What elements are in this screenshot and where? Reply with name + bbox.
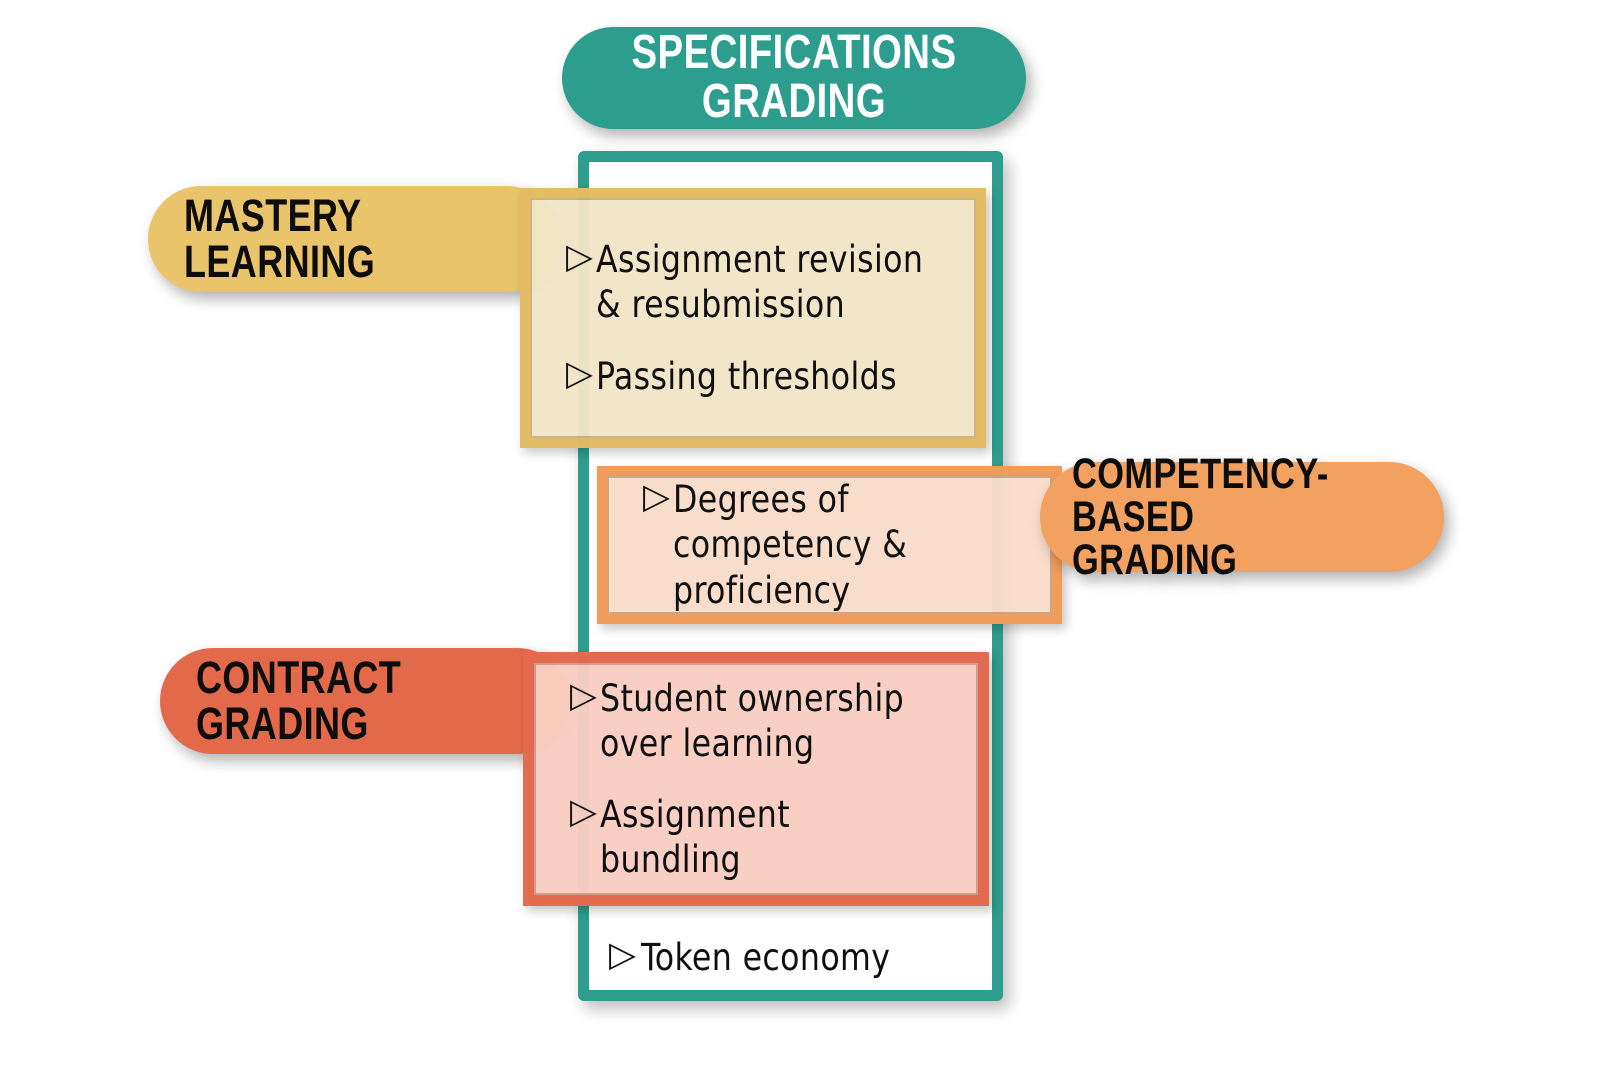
triangle-bullet-icon: ▷ bbox=[570, 792, 597, 831]
list-item-label: Assignment bundling bbox=[600, 793, 791, 882]
panel-competency-based-grading: ▷ Degrees of competency & proficiency bbox=[597, 466, 1062, 624]
title-pill-label: SPECIFICATIONS GRADING bbox=[631, 26, 957, 128]
list-item-label: Token economy bbox=[641, 936, 891, 979]
triangle-bullet-icon: ▷ bbox=[566, 353, 593, 393]
pill-competency-based-grading-label: COMPETENCY-BASED GRADING bbox=[1072, 449, 1329, 584]
triangle-bullet-icon: ▷ bbox=[609, 935, 636, 974]
pill-competency-based-grading[interactable]: COMPETENCY-BASED GRADING bbox=[1040, 452, 1444, 581]
list-item: ▷ Degrees of competency & proficiency bbox=[643, 477, 1024, 612]
list-item-token-economy: ▷ Token economy bbox=[609, 935, 903, 980]
pill-mastery-learning[interactable]: MASTERY LEARNING bbox=[148, 186, 560, 292]
panel-competency-based-grading-inner: ▷ Degrees of competency & proficiency bbox=[607, 476, 1052, 614]
panel-contract-grading-inner: ▷ Student ownership over learning ▷ Assi… bbox=[534, 663, 978, 895]
list-item-label: Degrees of competency & proficiency bbox=[673, 478, 908, 612]
pill-contract-grading-label: CONTRACT GRADING bbox=[196, 652, 402, 749]
list-item: ▷ Passing thresholds bbox=[566, 354, 948, 399]
list-item-label: Passing thresholds bbox=[596, 354, 897, 398]
panel-mastery-learning-inner: ▷ Assignment revision & resubmission ▷ P… bbox=[530, 198, 976, 438]
panel-contract-grading: ▷ Student ownership over learning ▷ Assi… bbox=[523, 652, 989, 906]
title-pill-specifications-grading[interactable]: SPECIFICATIONS GRADING bbox=[562, 27, 1026, 129]
list-item: ▷ Student ownership over learning bbox=[570, 676, 950, 766]
list-item: ▷ Assignment bundling bbox=[570, 792, 950, 882]
list-item: ▷ Assignment revision & resubmission bbox=[566, 237, 948, 327]
triangle-bullet-icon: ▷ bbox=[570, 675, 597, 715]
triangle-bullet-icon: ▷ bbox=[566, 237, 593, 277]
list-item-label: Assignment revision & resubmission bbox=[596, 238, 924, 327]
triangle-bullet-icon: ▷ bbox=[643, 477, 670, 517]
panel-mastery-learning: ▷ Assignment revision & resubmission ▷ P… bbox=[520, 188, 986, 448]
list-item-label: Student ownership over learning bbox=[600, 676, 905, 765]
pill-contract-grading[interactable]: CONTRACT GRADING bbox=[160, 648, 570, 754]
pill-mastery-learning-label: MASTERY LEARNING bbox=[184, 190, 376, 287]
